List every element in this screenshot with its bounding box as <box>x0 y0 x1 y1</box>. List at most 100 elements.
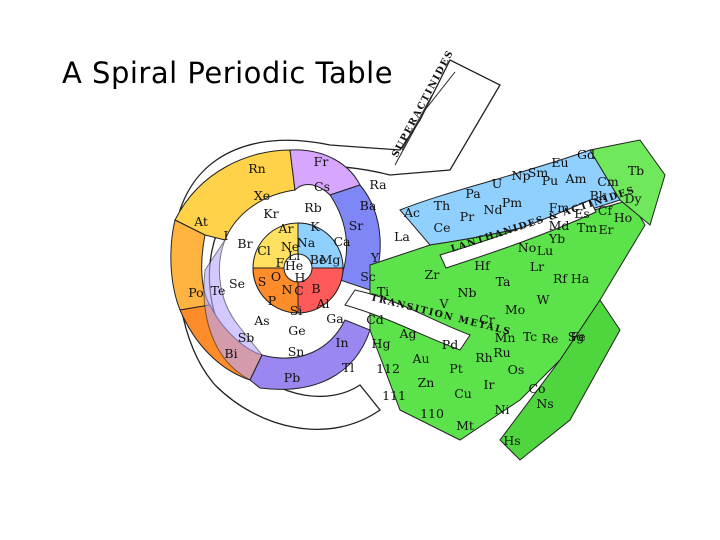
element-symbol-au: Au <box>411 351 429 366</box>
element-symbol-hg: Hg <box>372 336 391 351</box>
element-symbol-ns: Ns <box>536 396 553 411</box>
element-symbol-pd: Pd <box>442 337 458 352</box>
element-symbol-es: Es <box>574 206 590 221</box>
element-symbol-zn: Zn <box>418 375 435 390</box>
element-symbol-er: Er <box>598 222 613 237</box>
element-symbol-sm: Sm <box>528 165 549 180</box>
element-symbol-v: V <box>438 296 449 311</box>
element-symbol-at: At <box>193 214 208 229</box>
element-symbol-np: Np <box>512 168 531 183</box>
element-symbol-si: Si <box>290 303 303 318</box>
region-noble-gases <box>175 150 295 240</box>
element-symbol-p: P <box>268 293 276 308</box>
element-symbol-ge: Ge <box>288 323 305 338</box>
element-symbol-pt: Pt <box>449 361 462 376</box>
element-symbol-rb: Rb <box>304 200 321 215</box>
element-symbol-as: As <box>253 313 269 328</box>
element-symbol-sn: Sn <box>288 344 305 359</box>
element-symbol-tb: Tb <box>628 163 644 178</box>
element-symbol-ar: Ar <box>277 221 293 236</box>
element-symbol-in: In <box>336 335 349 350</box>
element-symbol-am: Am <box>565 171 587 186</box>
element-symbol-ag: Ag <box>398 326 416 341</box>
element-symbol-br: Br <box>237 236 252 251</box>
element-symbol-hf: Hf <box>474 258 491 273</box>
element-symbol-ho: Ho <box>614 210 632 225</box>
element-symbol-ga: Ga <box>326 311 344 326</box>
element-symbol-ha: Ha <box>571 271 590 286</box>
element-symbol-nd: Nd <box>484 202 503 217</box>
element-symbol-b: B <box>311 281 320 296</box>
element-symbol-cr: Cr <box>479 312 495 327</box>
element-symbol-cd: Cd <box>366 312 384 327</box>
element-symbol-fm: Fm <box>549 200 570 215</box>
element-symbol-bi: Bi <box>224 346 237 361</box>
element-symbol-n: N <box>282 282 293 297</box>
element-symbol-pr: Pr <box>460 209 474 224</box>
element-symbol-mn: Mn <box>495 330 516 345</box>
element-symbol-cs: Cs <box>314 179 330 194</box>
element-symbol-cf: Cf <box>598 203 614 218</box>
element-symbol-112: 112 <box>376 361 400 376</box>
element-symbol-xe: Xe <box>254 188 270 203</box>
element-symbol-al: Al <box>315 296 329 311</box>
element-symbol-i: I <box>224 228 229 243</box>
element-symbol-pa: Pa <box>465 186 481 201</box>
element-symbol-co: Co <box>528 381 545 396</box>
element-symbol-c: C <box>294 283 304 298</box>
element-symbol-mo: Mo <box>505 302 525 317</box>
element-symbol-110: 110 <box>420 406 444 421</box>
element-symbol-ru: Ru <box>493 345 510 360</box>
element-symbol-s: S <box>258 274 267 289</box>
element-symbol-w: W <box>537 292 550 307</box>
element-symbol-fr: Fr <box>314 154 329 169</box>
element-symbol-rf: Rf <box>553 271 568 286</box>
element-symbol-tc: Tc <box>523 329 537 344</box>
element-symbol-os: Os <box>508 362 525 377</box>
element-symbol-md: Md <box>549 218 570 233</box>
element-symbol-pm: Pm <box>502 195 522 210</box>
element-symbol-sc: Sc <box>360 269 376 284</box>
element-symbol-tm: Tm <box>577 220 597 235</box>
element-symbol-ir: Ir <box>484 377 495 392</box>
element-symbol-cl: Cl <box>257 243 271 258</box>
element-symbol-se: Se <box>229 276 245 291</box>
element-symbol-re: Re <box>542 331 559 346</box>
element-symbol-ra: Ra <box>369 177 387 192</box>
element-symbol-la: La <box>394 229 410 244</box>
element-symbol-mg: Mg <box>320 252 341 267</box>
element-symbol-no: No <box>518 240 536 255</box>
element-symbol-ac: Ac <box>403 205 420 220</box>
element-symbol-lr: Lr <box>530 259 544 274</box>
element-symbol-ca: Ca <box>333 234 351 249</box>
element-symbol-gd: Gd <box>577 147 595 162</box>
element-symbol-sg: Sg <box>568 329 585 344</box>
element-symbol-ce: Ce <box>434 220 451 235</box>
element-symbol-rn: Rn <box>248 161 265 176</box>
element-symbol-th: Th <box>434 198 450 213</box>
element-symbol-bk: Bk <box>590 188 607 203</box>
element-symbol-po: Po <box>188 285 203 300</box>
element-symbol-ba: Ba <box>360 198 377 213</box>
element-symbol-cm: Cm <box>597 174 619 189</box>
element-symbol-te: Te <box>211 283 226 298</box>
element-symbol-111: 111 <box>382 388 406 403</box>
element-symbol-ni: Ni <box>495 402 510 417</box>
element-symbol-u: U <box>492 176 503 191</box>
element-symbol-dy: Dy <box>624 191 642 206</box>
element-symbol-pb: Pb <box>284 370 300 385</box>
element-symbol-y: Y <box>370 250 380 265</box>
region-poor-metals <box>250 320 370 389</box>
element-symbol-sr: Sr <box>349 218 364 233</box>
element-symbol-mt: Mt <box>456 418 474 433</box>
element-symbol-yb: Yb <box>548 231 565 246</box>
element-symbol-hs: Hs <box>503 433 520 448</box>
element-symbol-o: O <box>271 269 281 284</box>
element-symbol-ta: Ta <box>496 274 511 289</box>
element-symbol-k: K <box>310 219 320 234</box>
element-symbol-sb: Sb <box>238 330 255 345</box>
element-symbol-tl: Tl <box>342 360 354 375</box>
element-symbol-rh: Rh <box>475 350 492 365</box>
